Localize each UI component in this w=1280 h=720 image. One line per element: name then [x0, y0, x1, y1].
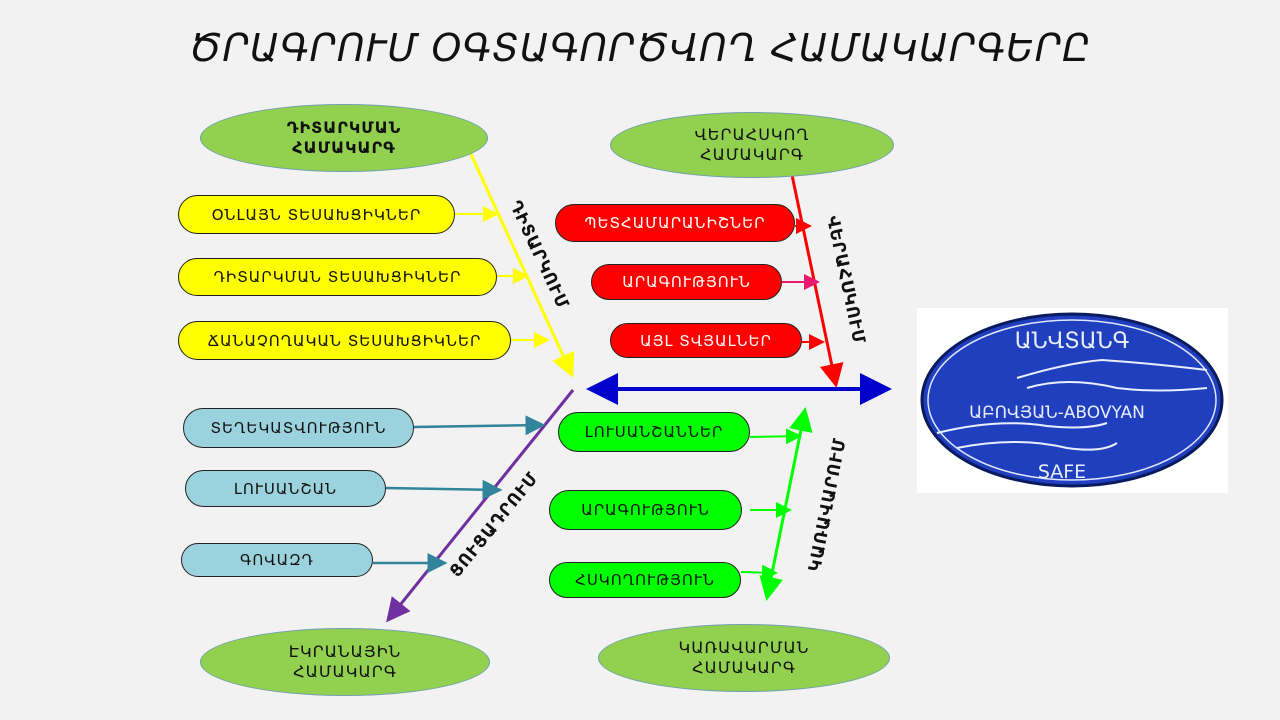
blue-item: ԳՈՎԱԶԴ [181, 543, 373, 577]
management-arrow [759, 407, 813, 601]
green-item: ԱՐԱԳՈՒԹՅՈՒՆ [549, 490, 742, 530]
monitoring-arrow [468, 151, 575, 378]
logo-text-safe-en: SAFE [1038, 461, 1086, 483]
blue-item: ԼՈՒՍԱՆՇԱՆ [185, 470, 386, 507]
yellow-item: ԴԻՏԱՐԿՄԱՆ ՏԵՍԱԽՑԻԿՆԵՐ [178, 258, 497, 296]
display-system-ellipse: ԷԿՐԱՆԱՅԻՆ ՀԱՄԱԿԱՐԳ [200, 628, 490, 696]
red-item: ՊԵՏՀԱՄԱՐԱՆԻՇՆԵՐ [555, 204, 795, 242]
green-item: ԼՈՒՍԱՆՇԱՆՆԵՐ [558, 412, 750, 452]
blue-item: ՏԵՂԵԿԱՏՎՈՒԹՅՈՒՆ [183, 408, 414, 448]
yellow-item: ՕՆԼԱՅՆ ՏԵՍԱԽՑԻԿՆԵՐ [178, 195, 455, 234]
control-system-label: ՎԵՐԱՀՍԿՈՂ ՀԱՄԱԿԱՐԳ [694, 125, 810, 164]
yellow-item: ՃԱՆԱՉՈՂԱԿԱՆ ՏԵՍԱԽՑԻԿՆԵՐ [178, 321, 511, 360]
logo-text-abovyan: ԱԲՈՎՅԱՆ-ABOVYAN [969, 403, 1145, 423]
red-item: ԱՅԼ ՏՎՅԱԼՆԵՐ [610, 323, 802, 358]
management-system-ellipse: ԿԱՌԱՎԱՐՄԱՆ ՀԱՄԱԿԱՐԳ [598, 624, 890, 692]
control-system-ellipse: ՎԵՐԱՀՍԿՈՂ ՀԱՄԱԿԱՐԳ [610, 112, 894, 178]
green-item: ՀՍԿՈՂՈՒԹՅՈՒՆ [549, 562, 741, 598]
display-system-label: ԷԿՐԱՆԱՅԻՆ ՀԱՄԱԿԱՐԳ [288, 642, 402, 681]
control-arrow [790, 174, 844, 388]
red-item: ԱՐԱԳՈՒԹՅՈՒՆ [591, 264, 782, 300]
monitoring-system-ellipse: ԴԻՏԱՐԿՄԱՆ ՀԱՄԱԿԱՐԳ [200, 104, 488, 172]
monitoring-system-label: ԴԻՏԱՐԿՄԱՆ ՀԱՄԱԿԱՐԳ [286, 118, 402, 157]
display-arrow [386, 389, 575, 623]
slide-title: ԾՐԱԳՐՈՒՄ ՕԳՏԱԳՈՐԾՎՈՂ ՀԱՄԱԿԱՐԳԵՐԸ [188, 26, 1092, 70]
safe-abovyan-logo: ԱՆՎՏԱՆԳ ԱԲՈՎՅԱՆ-ABOVYAN SAFE [917, 308, 1228, 493]
management-system-label: ԿԱՌԱՎԱՐՄԱՆ ՀԱՄԱԿԱՐԳ [678, 638, 810, 677]
logo-text-safe-hy: ԱՆՎՏԱՆԳ [1015, 329, 1130, 354]
